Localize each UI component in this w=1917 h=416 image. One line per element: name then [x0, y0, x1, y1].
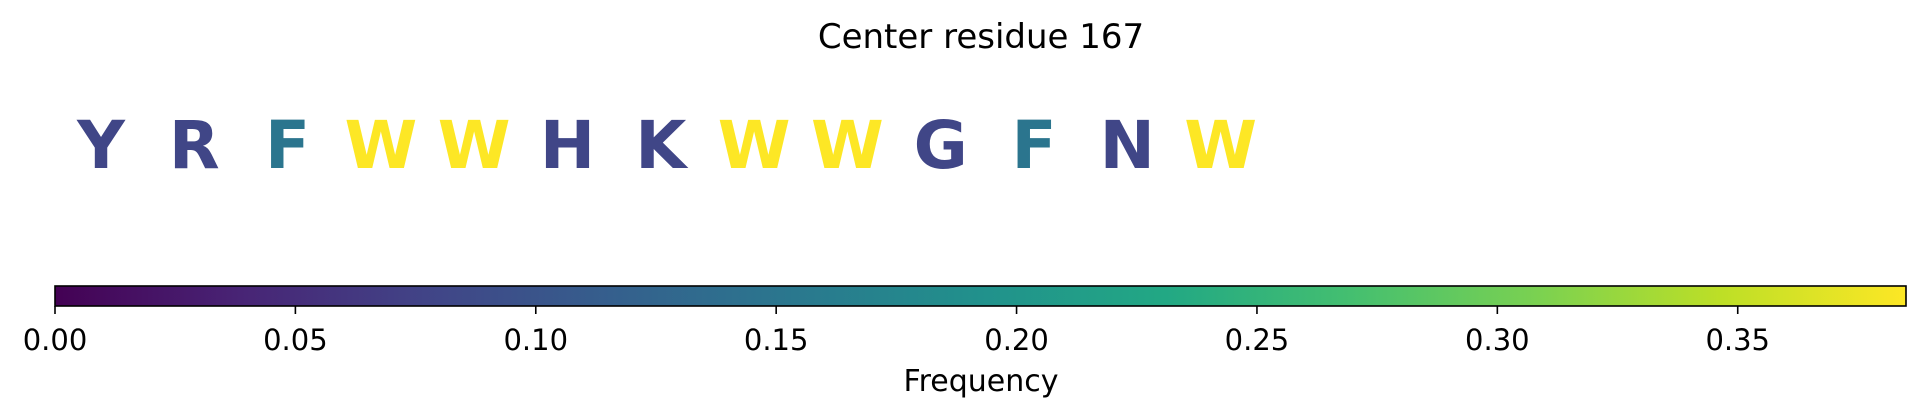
residue-letter: W: [438, 107, 511, 184]
colorbar-tick-label: 0.00: [23, 323, 88, 357]
colorbar-tick-label: 0.25: [1225, 323, 1290, 357]
residue-letter: F: [1011, 107, 1056, 184]
colorbar-tick-label: 0.30: [1465, 323, 1530, 357]
residue-letter: W: [1184, 107, 1257, 184]
residue-letter: F: [265, 107, 310, 184]
colorbar-tick-label: 0.20: [984, 323, 1049, 357]
colorbar-tick-label: 0.35: [1705, 323, 1770, 357]
chart-title: Center residue 167: [818, 17, 1144, 57]
colorbar-tick-label: 0.05: [263, 323, 328, 357]
colorbar-label: Frequency: [904, 364, 1059, 399]
residue-letter: W: [811, 107, 884, 184]
residue-letter: G: [914, 107, 968, 184]
residue-letter: W: [344, 107, 417, 184]
colorbar-tick-label: 0.15: [744, 323, 809, 357]
colorbar-ticks: 0.00 0.05 0.10 0.15 0.20 0.25 0.30 0.35: [23, 306, 1770, 357]
residue-letter: W: [718, 107, 791, 184]
colorbar-tick-label: 0.10: [503, 323, 568, 357]
residue-letter: H: [540, 107, 595, 184]
residue-letter: Y: [76, 107, 126, 184]
colorbar: [54, 285, 1907, 307]
residue-letter: K: [635, 107, 689, 184]
residue-letter: N: [1100, 107, 1155, 184]
residue-letter: R: [169, 107, 220, 184]
